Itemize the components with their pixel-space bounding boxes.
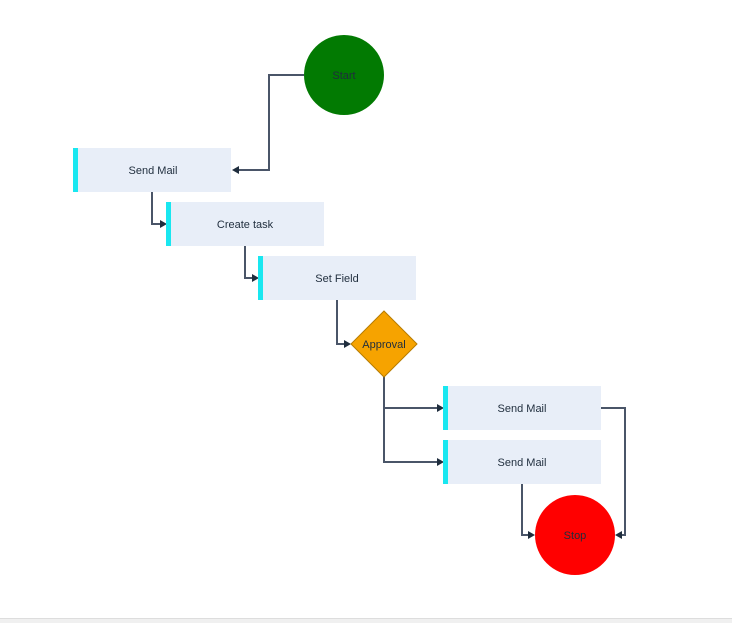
edge-start-to-send-mail-1 (238, 74, 304, 171)
send-mail-lower-branch-label: Send Mail (498, 457, 547, 469)
send-mail-upper-branch-label: Send Mail (498, 403, 547, 415)
set-field-node-label: Set Field (315, 273, 358, 285)
create-task-node-accent (166, 202, 171, 246)
arrowhead-stop-left (528, 531, 535, 539)
send-mail-upper-branch-node[interactable]: Send Mail (443, 386, 601, 430)
start-label: Start (332, 70, 355, 82)
send-mail-lower-branch-node[interactable]: Send Mail (443, 440, 601, 484)
send-mail-lower-branch-body (443, 440, 601, 484)
send-mail-node[interactable]: Send Mail (73, 148, 231, 192)
stop-node[interactable]: Stop (535, 495, 615, 575)
workflow-edges (151, 74, 626, 539)
approval-diamond (350, 310, 418, 378)
edge-approval-to-send-mail-2 (383, 375, 438, 409)
send-mail-lower-branch-accent (443, 440, 448, 484)
stop-label: Stop (564, 530, 587, 542)
arrowhead-send-mail-2 (437, 404, 444, 412)
create-task-node[interactable]: Create task (166, 202, 324, 246)
stop-circle (535, 495, 615, 575)
arrowhead-send-mail-3 (437, 458, 444, 466)
send-mail-node-label: Send Mail (129, 165, 178, 177)
send-mail-node-accent (73, 148, 78, 192)
edge-send-mail-2-to-stop (601, 407, 626, 536)
edge-set-field-to-approval (336, 300, 345, 345)
send-mail-upper-branch-body (443, 386, 601, 430)
start-node[interactable]: Start (304, 35, 384, 115)
approval-label: Approval (362, 339, 405, 351)
approval-decision-node[interactable]: Approval (350, 310, 418, 378)
workflow-nodes: Start Send Mail Create task Set Field Ap… (73, 35, 615, 575)
create-task-node-body (166, 202, 324, 246)
set-field-node-accent (258, 256, 263, 300)
edge-send-mail-3-to-stop (521, 484, 529, 536)
edge-send-mail-1-to-create-task (151, 192, 162, 225)
set-field-node[interactable]: Set Field (258, 256, 416, 300)
arrowhead-create-task (160, 220, 167, 228)
arrowhead-send-mail-1 (232, 166, 239, 174)
bottom-panel-border (0, 618, 732, 623)
edge-create-task-to-set-field (244, 246, 254, 279)
arrowhead-stop-right (615, 531, 622, 539)
set-field-node-body (258, 256, 416, 300)
create-task-node-label: Create task (217, 219, 274, 231)
send-mail-upper-branch-accent (443, 386, 448, 430)
arrowhead-set-field (252, 274, 259, 282)
start-circle (304, 35, 384, 115)
arrowhead-approval (344, 340, 351, 348)
send-mail-node-body (73, 148, 231, 192)
edge-approval-to-send-mail-3 (383, 408, 438, 463)
